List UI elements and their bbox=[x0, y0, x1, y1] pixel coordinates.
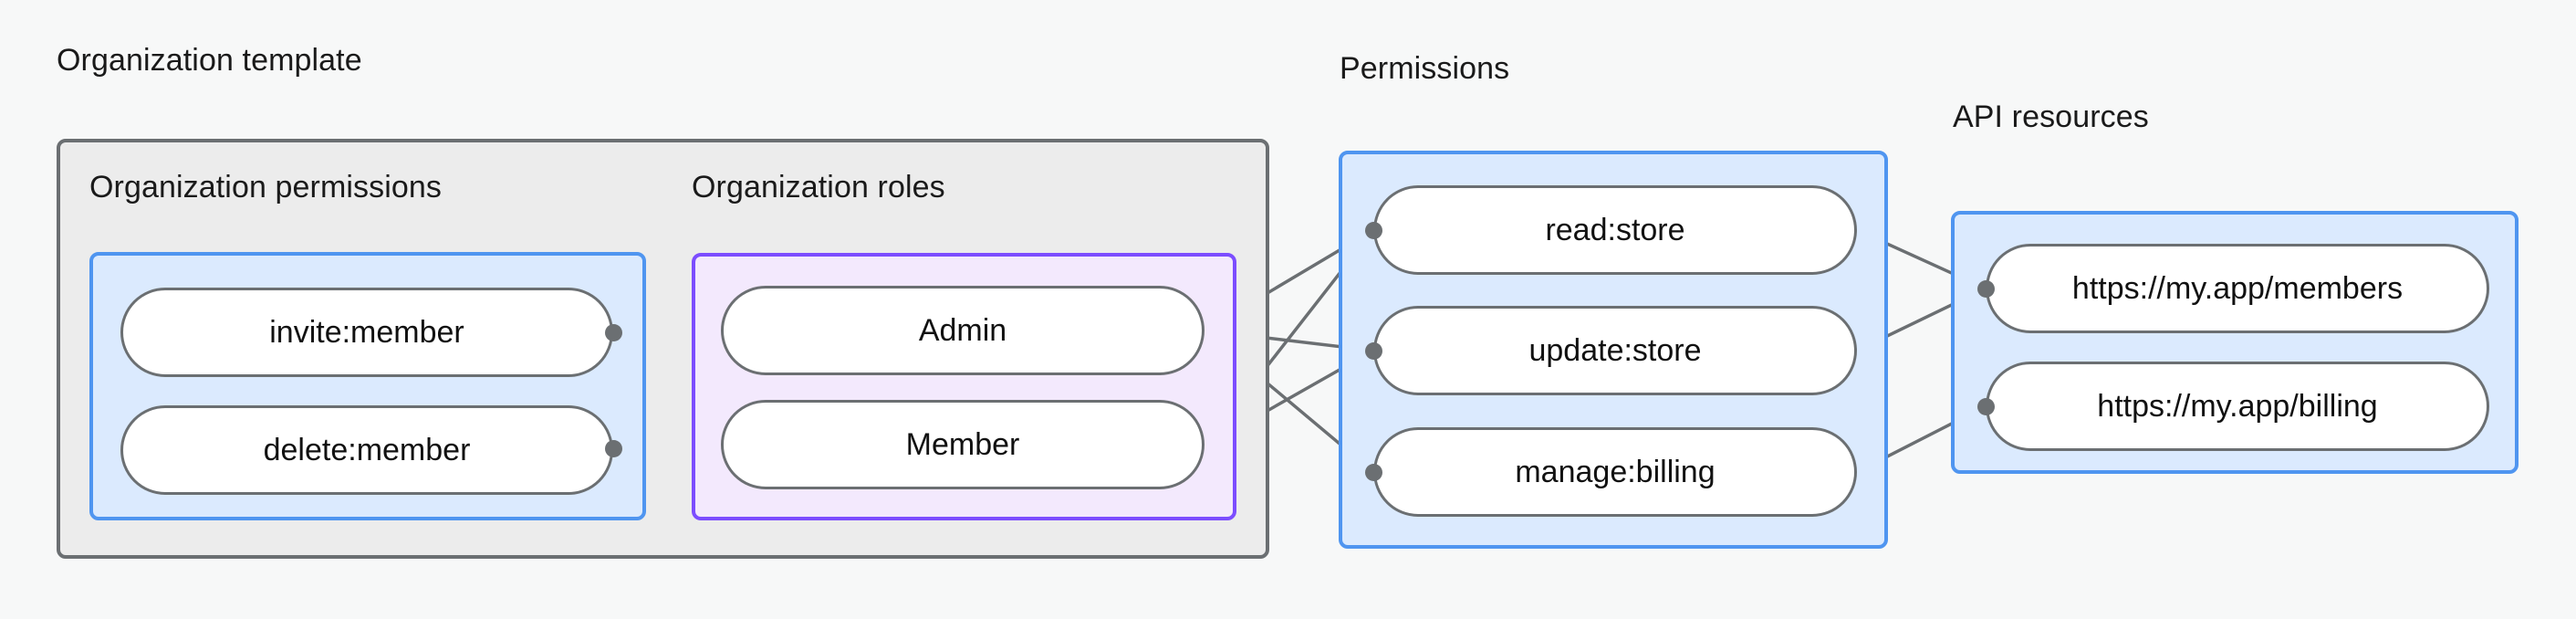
connector-dot-update-store-in bbox=[1364, 341, 1382, 360]
permissions-title: Permissions bbox=[1340, 51, 1510, 86]
connector-dot-manage-billing-in bbox=[1364, 463, 1382, 481]
organization-template-title: Organization template bbox=[57, 43, 362, 78]
connector-dot-delete-member-out bbox=[604, 439, 622, 457]
organization-permissions-title: Organization permissions bbox=[89, 170, 443, 205]
node-read-store[interactable]: read:store bbox=[1373, 185, 1857, 275]
organization-roles-title: Organization roles bbox=[692, 170, 945, 205]
node-my-app-billing[interactable]: https://my.app/billing bbox=[1986, 362, 2489, 451]
node-member[interactable]: Member bbox=[721, 400, 1205, 489]
node-update-store[interactable]: update:store bbox=[1373, 306, 1857, 395]
connector-dot-my-app-billing-in bbox=[1976, 397, 1995, 415]
node-manage-billing[interactable]: manage:billing bbox=[1373, 427, 1857, 517]
connector-dot-read-store-in bbox=[1364, 221, 1382, 239]
node-my-app-members[interactable]: https://my.app/members bbox=[1986, 244, 2489, 333]
node-admin[interactable]: Admin bbox=[721, 286, 1205, 375]
node-delete-member[interactable]: delete:member bbox=[120, 405, 613, 495]
connector-dot-my-app-members-in bbox=[1976, 279, 1995, 298]
api-resources-title: API resources bbox=[1953, 100, 2149, 134]
connector-dot-invite-member-out bbox=[604, 323, 622, 341]
node-invite-member[interactable]: invite:member bbox=[120, 288, 613, 377]
